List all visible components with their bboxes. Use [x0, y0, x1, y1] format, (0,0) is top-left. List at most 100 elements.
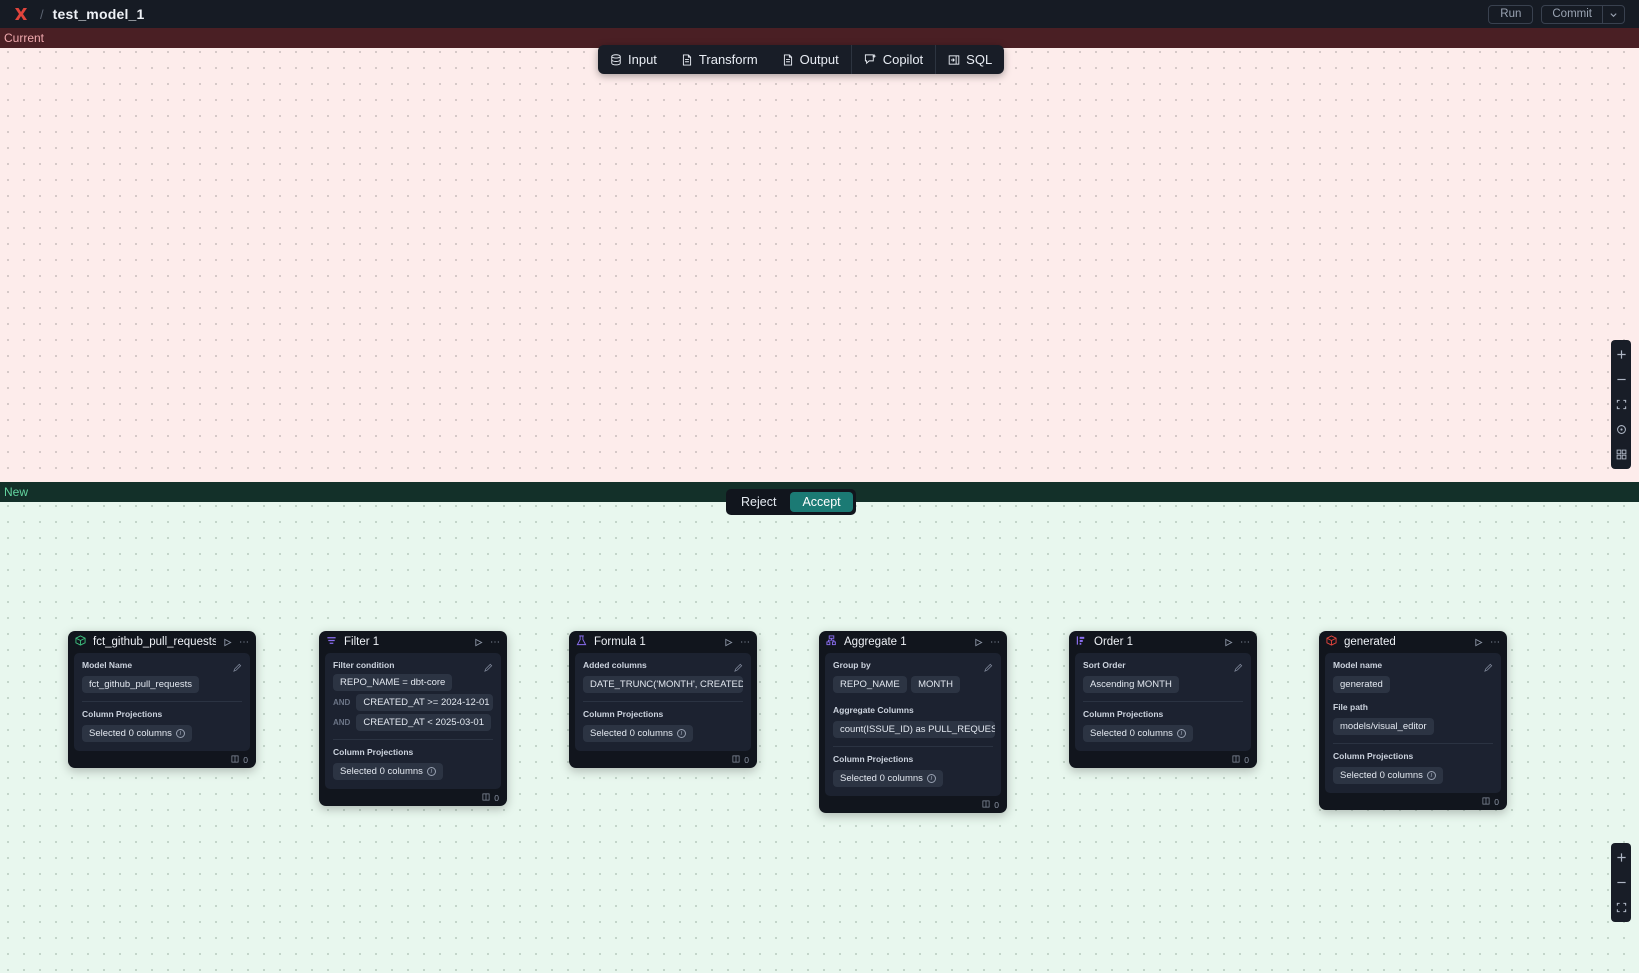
- app-logo-icon[interactable]: [10, 3, 32, 25]
- node-generated[interactable]: generated ⋯ Model name generated File pa…: [1319, 631, 1507, 810]
- toolbar-item-copilot[interactable]: Copilot: [850, 45, 935, 74]
- header-actions: Run Commit: [1488, 4, 1629, 24]
- node-header: fct_github_pull_requests ⋯: [68, 631, 256, 653]
- info-icon[interactable]: i: [1426, 771, 1436, 780]
- node-run-icon[interactable]: [974, 638, 983, 647]
- reject-button[interactable]: Reject: [741, 495, 777, 509]
- sort-icon: [1076, 635, 1087, 649]
- recenter-icon[interactable]: [1611, 417, 1631, 442]
- toolbar-item-input[interactable]: Input: [598, 45, 669, 74]
- toolbar-label: Transform: [698, 52, 758, 67]
- zoom-out-icon[interactable]: [1611, 367, 1631, 392]
- node-formula-1[interactable]: Formula 1 ⋯ Added columns DATE_TRUNC('MO…: [569, 631, 757, 768]
- section-label: Group by: [833, 660, 871, 670]
- pill-text: Selected 0 columns: [1090, 728, 1173, 739]
- zoom-out-icon[interactable]: [1611, 870, 1631, 895]
- footer-count: 0: [494, 792, 499, 803]
- node-filter-1[interactable]: Filter 1 ⋯ Filter condition REPO_NAME = …: [319, 631, 507, 806]
- group-by-pill[interactable]: MONTH: [911, 676, 960, 693]
- node-title: Formula 1: [594, 636, 646, 648]
- node-aggregate-1[interactable]: Aggregate 1 ⋯ Group by REPO_NAME MONTH A…: [819, 631, 1007, 813]
- column-projections-pill[interactable]: Selected 0 columns i: [583, 725, 693, 742]
- model-name-pill[interactable]: generated: [1333, 676, 1390, 693]
- section-label: Column Projections: [583, 709, 664, 719]
- document-icon: [782, 53, 794, 66]
- grid-toggle-icon[interactable]: [1611, 442, 1631, 467]
- fit-view-icon[interactable]: [1611, 895, 1631, 920]
- info-icon[interactable]: i: [175, 729, 185, 738]
- node-menu-icon[interactable]: ⋯: [1240, 636, 1250, 648]
- node-run-icon[interactable]: [1474, 638, 1483, 647]
- node-run-icon[interactable]: [1224, 638, 1233, 647]
- info-icon[interactable]: i: [676, 729, 686, 738]
- toolbar-label: SQL: [966, 52, 993, 67]
- diff-decision-bar: Reject Accept: [726, 489, 856, 515]
- info-icon[interactable]: i: [426, 767, 436, 776]
- node-run-icon[interactable]: [724, 638, 733, 647]
- edit-pencil-icon[interactable]: [1234, 659, 1243, 677]
- edit-pencil-icon[interactable]: [734, 659, 743, 677]
- node-run-icon[interactable]: [474, 638, 483, 647]
- zoom-in-icon[interactable]: [1611, 342, 1631, 367]
- edit-pencil-icon[interactable]: [484, 659, 493, 677]
- group-by-pill[interactable]: REPO_NAME: [833, 676, 907, 693]
- new-canvas-zoom-controls: [1611, 843, 1631, 922]
- node-palette-toolbar: Input Transform Output Copilot SQL: [598, 45, 1005, 74]
- node-run-icon[interactable]: [223, 638, 232, 647]
- section-label: Column Projections: [333, 747, 414, 757]
- column-projections-pill[interactable]: Selected 0 columns i: [1083, 725, 1193, 742]
- column-projections-pill[interactable]: Selected 0 columns i: [833, 770, 943, 787]
- node-fct-github-pull-requests[interactable]: fct_github_pull_requests ⋯ Model Name fc…: [68, 631, 256, 768]
- current-canvas[interactable]: [0, 28, 1639, 482]
- sort-order-pill[interactable]: Ascending MONTH: [1083, 676, 1179, 693]
- node-body: Group by REPO_NAME MONTH Aggregate Colum…: [825, 653, 1001, 796]
- fit-view-icon[interactable]: [1611, 392, 1631, 417]
- commit-button-group[interactable]: Commit: [1541, 4, 1625, 24]
- info-icon[interactable]: i: [926, 774, 936, 783]
- flask-icon: [576, 635, 587, 649]
- node-body: Model Name fct_github_pull_requests Colu…: [74, 653, 250, 751]
- aggregate-columns-pill[interactable]: count(ISSUE_ID) as PULL_REQUEST_…: [833, 721, 995, 738]
- copilot-sparkle-icon: [864, 53, 877, 66]
- section-label: Column Projections: [1333, 751, 1414, 761]
- node-menu-icon[interactable]: ⋯: [490, 636, 500, 648]
- section-label: Model Name: [82, 660, 133, 670]
- columns-icon: [982, 800, 990, 810]
- toolbar-label: Input: [628, 52, 657, 67]
- new-version-label: New: [4, 485, 29, 499]
- value-pill[interactable]: DATE_TRUNC('MONTH', CREATED_AT…: [583, 676, 743, 693]
- node-menu-icon[interactable]: ⋯: [1490, 636, 1500, 648]
- accept-button[interactable]: Accept: [790, 492, 853, 512]
- node-footer: 0: [1319, 793, 1507, 810]
- condition-pill[interactable]: REPO_NAME = dbt-core: [333, 674, 453, 691]
- node-menu-icon[interactable]: ⋯: [990, 636, 1000, 648]
- node-menu-icon[interactable]: ⋯: [740, 636, 750, 648]
- node-body: Model name generated File path models/vi…: [1325, 653, 1501, 793]
- info-icon[interactable]: i: [1176, 729, 1186, 738]
- toolbar-item-sql[interactable]: SQL: [935, 45, 1004, 74]
- section-label: Sort Order: [1083, 660, 1126, 670]
- column-projections-pill[interactable]: Selected 0 columns i: [1333, 767, 1443, 784]
- column-projections-pill[interactable]: Selected 0 columns i: [333, 763, 443, 780]
- filter-icon: [326, 635, 337, 649]
- node-footer: 0: [319, 789, 507, 806]
- file-path-pill[interactable]: models/visual_editor: [1333, 718, 1434, 735]
- filter-condition-row: AND CREATED_AT >= 2024-12-01: [333, 694, 493, 711]
- edit-pencil-icon[interactable]: [233, 659, 242, 677]
- edit-pencil-icon[interactable]: [984, 659, 993, 677]
- commit-button[interactable]: Commit: [1552, 8, 1592, 20]
- run-button[interactable]: Run: [1488, 4, 1534, 24]
- condition-pill[interactable]: CREATED_AT < 2025-03-01: [356, 714, 492, 731]
- edit-pencil-icon[interactable]: [1484, 659, 1493, 677]
- commit-dropdown-caret-icon[interactable]: [1602, 5, 1624, 23]
- zoom-in-icon[interactable]: [1611, 845, 1631, 870]
- toolbar-item-transform[interactable]: Transform: [669, 45, 770, 74]
- toolbar-item-output[interactable]: Output: [770, 45, 851, 74]
- node-order-1[interactable]: Order 1 ⋯ Sort Order Ascending MONTH Col…: [1069, 631, 1257, 768]
- node-footer: 0: [819, 796, 1007, 813]
- columns-icon: [1482, 797, 1490, 807]
- condition-pill[interactable]: CREATED_AT >= 2024-12-01: [356, 694, 493, 711]
- node-menu-icon[interactable]: ⋯: [239, 636, 249, 648]
- value-pill[interactable]: fct_github_pull_requests: [82, 676, 199, 693]
- column-projections-pill[interactable]: Selected 0 columns i: [82, 725, 192, 742]
